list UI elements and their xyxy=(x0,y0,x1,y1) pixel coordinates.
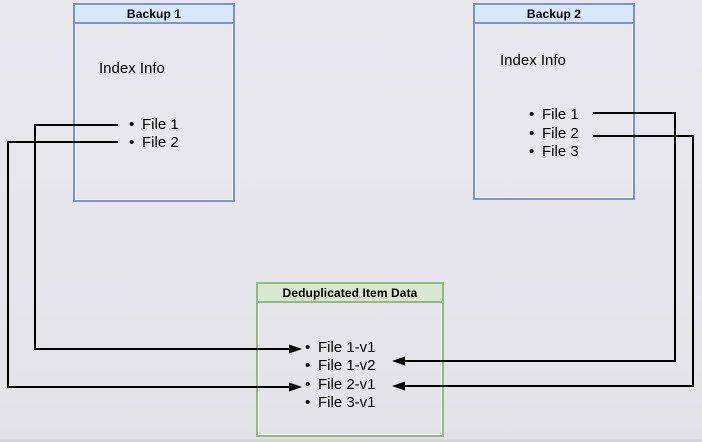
dedup-title: Deduplicated Item Data xyxy=(282,286,418,300)
backup2-box: Backup 2 Index Info File 1 File 2 File 3 xyxy=(473,3,635,200)
backup1-title: Backup 1 xyxy=(126,7,182,21)
backup2-file-item: File 1 xyxy=(529,106,579,125)
backup2-header: Backup 2 xyxy=(475,5,633,24)
dedup-item-list: File 1-v1 File 1-v2 File 2-v1 File 3-v1 xyxy=(305,339,375,413)
backup1-header: Backup 1 xyxy=(75,5,233,24)
backup2-index-info-label: Index Info xyxy=(500,52,566,69)
bottom-edge-shadow xyxy=(0,438,702,442)
backup1-file-item: File 2 xyxy=(129,134,179,152)
backup1-box: Backup 1 Index Info File 1 File 2 xyxy=(73,3,235,202)
dedup-item: File 2-v1 xyxy=(305,376,375,395)
backup2-title: Backup 2 xyxy=(526,7,582,21)
backup2-file-item: File 2 xyxy=(529,125,579,144)
backup1-file-list: File 1 File 2 xyxy=(129,116,179,152)
backup2-file-list: File 1 File 2 File 3 xyxy=(529,106,579,162)
dedup-header: Deduplicated Item Data xyxy=(258,284,442,303)
dedup-item: File 3-v1 xyxy=(305,394,375,413)
backup1-file-item: File 1 xyxy=(129,116,179,134)
backup2-file-item: File 3 xyxy=(529,143,579,162)
backup1-index-info-label: Index Info xyxy=(99,60,165,77)
deduplicated-item-data-box: Deduplicated Item Data File 1-v1 File 1-… xyxy=(256,282,444,437)
dedup-item: File 1-v2 xyxy=(305,357,375,376)
dedup-item: File 1-v1 xyxy=(305,339,375,358)
